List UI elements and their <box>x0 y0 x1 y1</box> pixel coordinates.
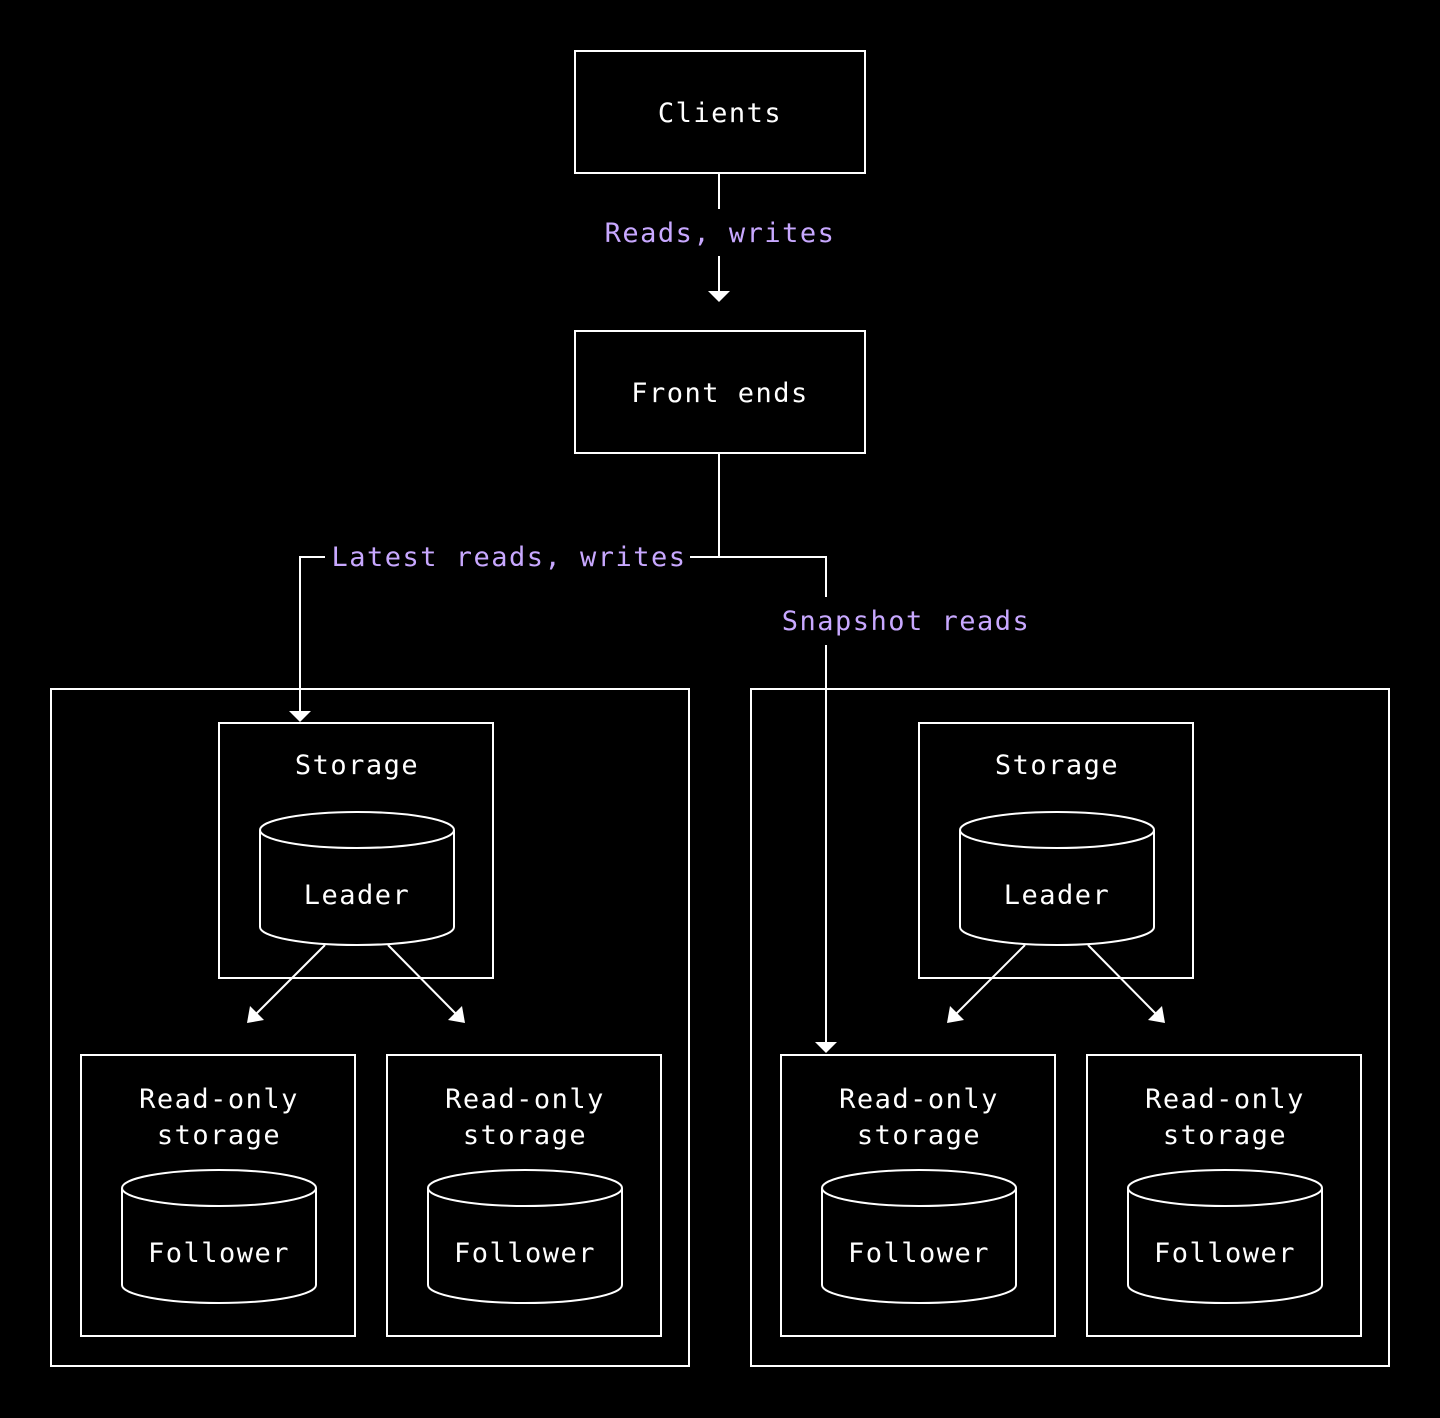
right-replica-2: Read-only storage Follower <box>1086 1054 1362 1337</box>
cylinder-body <box>821 1188 1017 1304</box>
follower-label: Follower <box>848 1238 990 1269</box>
right-replication-arrows <box>947 944 1165 1023</box>
cylinder-body <box>959 830 1155 946</box>
replica-label-line2: storage <box>1163 1120 1287 1151</box>
replication-line-left <box>254 944 326 1016</box>
edge-label-reads-writes: Reads, writes <box>605 218 836 249</box>
replica-label-line2: storage <box>857 1120 981 1151</box>
edge-line-left-branch <box>299 556 325 712</box>
edge-clients-to-front-ends: Reads, writes <box>605 173 836 302</box>
left-storage-label: Storage <box>295 750 419 781</box>
edge-label-snapshot-reads: Snapshot reads <box>782 606 1031 637</box>
replica-box <box>780 1054 1056 1337</box>
left-cluster-box <box>50 688 690 1367</box>
cylinder-top <box>821 1169 1017 1207</box>
edge-line-right-branch <box>719 556 827 597</box>
right-cluster: Storage Leader Read-only storage Followe… <box>750 688 1390 1367</box>
arrowhead-down-icon <box>708 291 730 302</box>
follower-label: Follower <box>1154 1238 1296 1269</box>
right-leader-database-icon <box>959 811 1155 946</box>
follower-label: Follower <box>454 1238 596 1269</box>
right-replica-1: Read-only storage Follower <box>780 1054 1056 1337</box>
cylinder-top <box>959 811 1155 849</box>
arrowhead-diagonal-icon <box>1148 1006 1165 1023</box>
arrowhead-diagonal-icon <box>947 1006 964 1023</box>
left-storage-box <box>218 722 494 979</box>
cylinder-body <box>427 1188 623 1304</box>
replication-line-left <box>954 944 1026 1016</box>
edge-label-latest-reads-writes: Latest reads, writes <box>331 542 686 573</box>
replica-box <box>386 1054 662 1337</box>
arrowhead-diagonal-icon <box>448 1006 465 1023</box>
left-replica-1: Read-only storage Follower <box>80 1054 356 1337</box>
edge-front-ends-to-follower: Snapshot reads <box>719 556 1031 1053</box>
left-leader-database-icon <box>259 811 455 946</box>
replica-label-line2: storage <box>463 1120 587 1151</box>
follower-database-icon <box>821 1169 1017 1304</box>
follower-database-icon <box>121 1169 317 1304</box>
replica-label-line1: Read-only <box>139 1084 299 1115</box>
cylinder-body <box>259 830 455 946</box>
right-storage-node: Storage Leader <box>918 722 1194 979</box>
follower-database-icon <box>1127 1169 1323 1304</box>
cylinder-top <box>259 811 455 849</box>
arrowhead-down-icon <box>289 711 311 722</box>
replication-line-right <box>1087 944 1158 1016</box>
replica-label-line1: Read-only <box>445 1084 605 1115</box>
cylinder-top <box>427 1169 623 1207</box>
cylinder-body <box>121 1188 317 1304</box>
cylinder-top <box>121 1169 317 1207</box>
left-cluster: Storage Leader Read-only storage Followe… <box>50 688 690 1367</box>
arrowhead-diagonal-icon <box>247 1006 264 1023</box>
right-cluster-box <box>750 688 1390 1367</box>
arrowhead-down-icon <box>815 1042 837 1053</box>
cylinder-top <box>1127 1169 1323 1207</box>
front-ends-node: Front ends <box>574 330 866 454</box>
cylinder-body <box>1127 1188 1323 1304</box>
replica-label-line1: Read-only <box>839 1084 999 1115</box>
left-storage-node: Storage Leader <box>218 722 494 979</box>
clients-label: Clients <box>658 98 782 129</box>
front-ends-label: Front ends <box>631 378 809 409</box>
left-leader-label: Leader <box>304 880 411 911</box>
right-storage-label: Storage <box>995 750 1119 781</box>
replica-box <box>1086 1054 1362 1337</box>
edge-front-ends-to-leader: Latest reads, writes <box>289 453 720 722</box>
replica-label-line2: storage <box>157 1120 281 1151</box>
right-leader-label: Leader <box>1004 880 1111 911</box>
follower-database-icon <box>427 1169 623 1304</box>
replication-line-right <box>387 944 458 1016</box>
left-replication-arrows <box>247 944 465 1023</box>
follower-label: Follower <box>148 1238 290 1269</box>
replica-box <box>80 1054 356 1337</box>
replica-label-line1: Read-only <box>1145 1084 1305 1115</box>
right-storage-box <box>918 722 1194 979</box>
left-replica-2: Read-only storage Follower <box>386 1054 662 1337</box>
